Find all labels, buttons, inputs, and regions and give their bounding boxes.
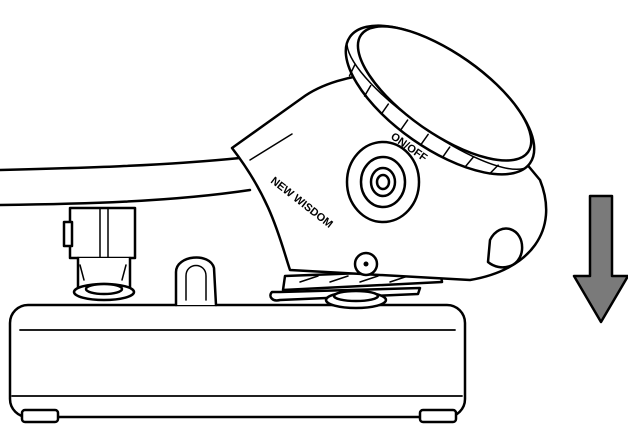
hinge-pin-center	[363, 261, 369, 267]
cable	[0, 156, 252, 207]
mounting-clip	[269, 268, 444, 310]
base-stand	[8, 256, 467, 424]
arrow-down-icon	[572, 194, 628, 324]
lamp-head	[344, 24, 536, 176]
on-off-button[interactable]	[345, 140, 421, 224]
support-post	[62, 206, 137, 302]
